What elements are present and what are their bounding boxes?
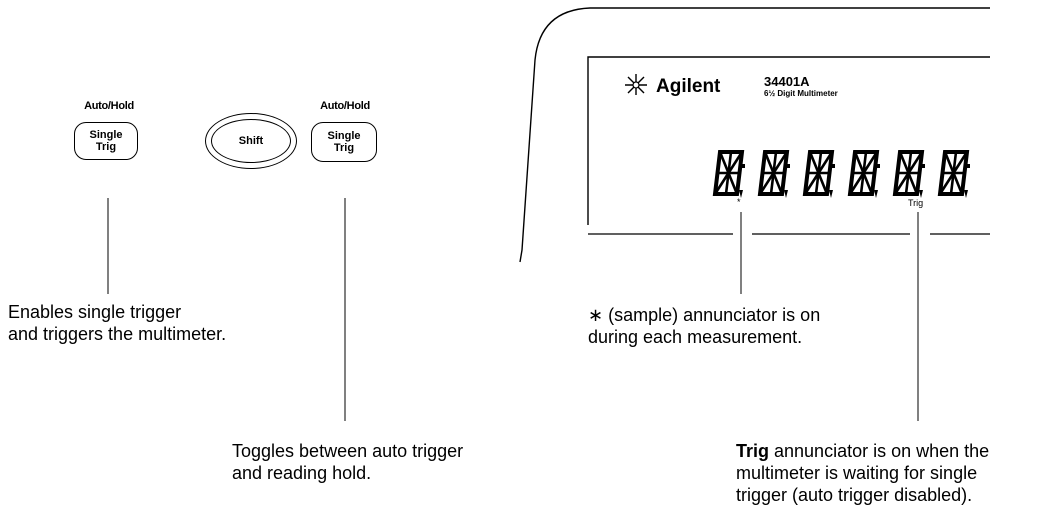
right-auto-hold-label: Auto/Hold bbox=[320, 100, 370, 112]
single-trig-label-line1: Single bbox=[327, 130, 361, 142]
single-trig-label-line2: Trig bbox=[333, 142, 355, 154]
display-digit bbox=[847, 150, 880, 198]
left-auto-hold-label: Auto/Hold bbox=[84, 100, 134, 112]
callout-single-trigger-line1: Enables single trigger bbox=[8, 302, 182, 322]
single-trig-button-right[interactable]: Single Trig bbox=[311, 122, 377, 162]
trig-annunciator: Trig bbox=[908, 198, 924, 208]
single-trig-label-line1: Single bbox=[89, 129, 123, 141]
display-digit bbox=[757, 150, 790, 198]
shift-button[interactable]: Shift bbox=[205, 113, 297, 169]
callout-sample-line1-text: (sample) annunciator is on bbox=[603, 305, 821, 325]
agilent-spark-center bbox=[632, 81, 640, 89]
display-window bbox=[587, 56, 990, 225]
display-digit bbox=[937, 150, 970, 198]
display-digit bbox=[802, 150, 835, 198]
sample-annunciator: * bbox=[737, 197, 741, 207]
display-digit bbox=[892, 150, 925, 198]
callout-trig-bold: Trig bbox=[736, 441, 770, 461]
callout-single-trigger-line2: and triggers the multimeter. bbox=[8, 324, 227, 344]
display-digit bbox=[712, 150, 745, 198]
callout-auto-hold-line1: Toggles between auto trigger bbox=[232, 441, 464, 461]
callout-trig-line2: multimeter is waiting for single bbox=[736, 463, 978, 483]
model-description: 6½ Digit Multimeter bbox=[764, 89, 838, 98]
model-number: 34401A bbox=[764, 74, 810, 89]
digit-display bbox=[712, 150, 970, 198]
callout-trig-line1: Trig annunciator is on when the bbox=[736, 440, 989, 462]
callout-trig-line3: trigger (auto trigger disabled). bbox=[736, 485, 973, 505]
single-trig-label-line2: Trig bbox=[95, 141, 117, 153]
callout-trig: Trig annunciator is on when the multimet… bbox=[736, 440, 989, 506]
callout-single-trigger: Enables single trigger and triggers the … bbox=[8, 301, 226, 345]
brand-name: Agilent bbox=[656, 76, 721, 97]
panel-outline bbox=[519, 7, 990, 263]
callout-auto-hold: Toggles between auto trigger and reading… bbox=[232, 440, 463, 484]
callout-sample-line1: ∗ (sample) annunciator is on bbox=[588, 304, 820, 326]
callout-sample: ∗ (sample) annunciator is on during each… bbox=[588, 304, 820, 348]
shift-label: Shift bbox=[211, 119, 291, 163]
single-trig-button-left[interactable]: Single Trig bbox=[74, 122, 138, 160]
callout-sample-line2: during each measurement. bbox=[588, 327, 803, 347]
callout-auto-hold-line2: and reading hold. bbox=[232, 463, 372, 483]
callout-trig-line1-text: annunciator is on when the bbox=[769, 441, 990, 461]
sample-symbol: ∗ bbox=[588, 305, 604, 325]
